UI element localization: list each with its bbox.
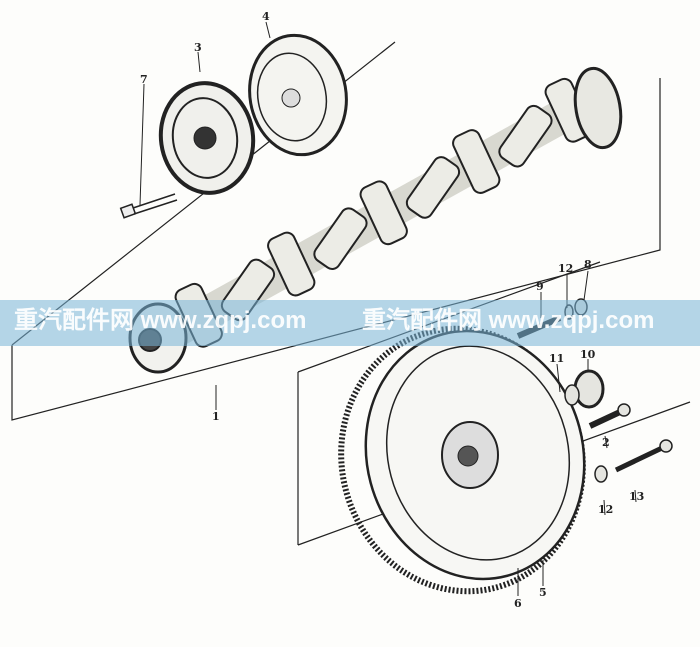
watermark-text-2: 重汽配件网 www.zqpj.com bbox=[362, 307, 655, 334]
crank-web bbox=[405, 156, 461, 219]
vibration-damper bbox=[248, 33, 348, 157]
crank-web bbox=[498, 104, 553, 168]
label-2: 2 bbox=[602, 436, 610, 449]
label-12-bottom: 12 bbox=[598, 503, 613, 516]
crank-pulley bbox=[158, 81, 256, 195]
label-4: 4 bbox=[262, 10, 270, 23]
crank-web bbox=[313, 207, 368, 270]
crank-web bbox=[359, 180, 408, 246]
label-5: 5 bbox=[539, 586, 547, 599]
label-8: 8 bbox=[584, 258, 592, 271]
bolt-13 bbox=[614, 445, 664, 473]
flywheel bbox=[338, 325, 586, 595]
label-7: 7 bbox=[140, 73, 148, 86]
watermark-band: 重汽配件网 www.zqpj.com 重汽配件网 www.zqpj.com bbox=[0, 300, 700, 346]
watermark-text-1: 重汽配件网 www.zqpj.com bbox=[14, 307, 307, 334]
pulley-bolt bbox=[119, 193, 178, 219]
label-13: 13 bbox=[629, 490, 644, 503]
washer-12b bbox=[594, 465, 608, 483]
label-9: 9 bbox=[536, 280, 544, 293]
label-12-top: 12 bbox=[558, 262, 573, 275]
label-3: 3 bbox=[194, 41, 202, 54]
label-10: 10 bbox=[580, 348, 596, 361]
label-1: 1 bbox=[212, 410, 220, 423]
crank-web bbox=[267, 231, 316, 297]
label-11: 11 bbox=[549, 352, 564, 365]
bearing-10 bbox=[573, 369, 605, 409]
crank-web bbox=[452, 129, 501, 194]
ring-11 bbox=[564, 384, 580, 406]
bolt-2 bbox=[588, 409, 622, 429]
label-6: 6 bbox=[514, 597, 522, 610]
